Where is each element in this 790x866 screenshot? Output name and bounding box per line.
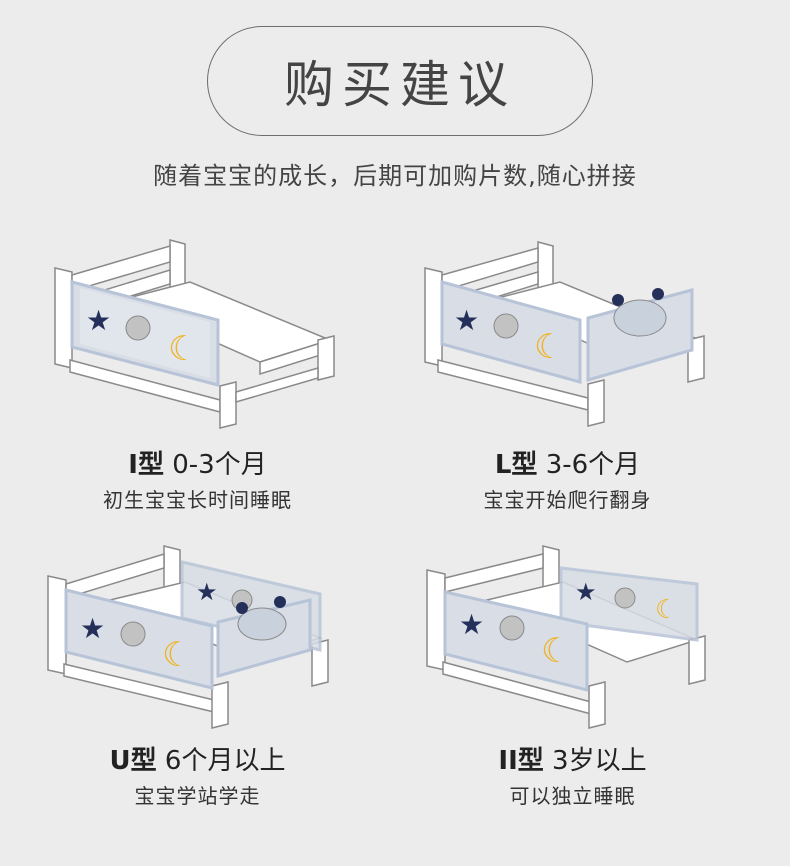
option-ii-type: II型 bbox=[498, 746, 544, 776]
moon-icon: ☾ bbox=[534, 327, 564, 367]
option-u-age: 6个月以上 bbox=[164, 746, 286, 776]
bear-face-icon bbox=[613, 299, 667, 337]
option-i-type: I型 bbox=[128, 450, 164, 480]
bear-icon bbox=[493, 313, 519, 339]
bed-i-illustration: ★ ☾ bbox=[54, 239, 335, 429]
bear-icon bbox=[499, 615, 525, 641]
option-i-desc: 初生宝宝长时间睡眠 bbox=[103, 488, 292, 512]
bear-face-icon bbox=[237, 607, 287, 641]
star-icon: ★ bbox=[575, 578, 597, 606]
bear-icon bbox=[614, 587, 636, 609]
star-icon: ★ bbox=[80, 612, 105, 645]
option-l-title: L型 3-6个月 bbox=[370, 444, 765, 481]
page-title: 购买建议 bbox=[284, 56, 516, 114]
option-ii-age: 3岁以上 bbox=[552, 746, 647, 776]
option-ii-title: II型 3岁以上 bbox=[375, 740, 770, 777]
star-icon: ★ bbox=[454, 304, 479, 337]
star-icon: ★ bbox=[196, 578, 218, 606]
option-ii-desc: 可以独立睡眠 bbox=[509, 784, 636, 808]
option-i-age: 0-3个月 bbox=[172, 450, 267, 480]
option-l-age: 3-6个月 bbox=[545, 450, 641, 480]
star-icon: ★ bbox=[86, 304, 111, 337]
moon-icon: ☾ bbox=[162, 635, 192, 675]
rail-panel-front bbox=[443, 590, 589, 692]
title-pill: 购买建议 bbox=[207, 26, 593, 136]
option-l-desc: 宝宝开始爬行翻身 bbox=[483, 488, 652, 512]
bed-u-illustration: ★ ★ ☾ bbox=[47, 545, 329, 729]
moon-icon: ☾ bbox=[541, 631, 571, 671]
moon-icon: ☾ bbox=[168, 329, 198, 369]
bed-ii-illustration: ★ ☾ ★ ☾ bbox=[426, 545, 706, 729]
bear-icon bbox=[120, 621, 146, 647]
option-i-title: I型 0-3个月 bbox=[0, 444, 395, 481]
option-u-type: U型 bbox=[109, 746, 157, 776]
option-u-desc: 宝宝学站学走 bbox=[134, 784, 261, 808]
bear-icon bbox=[125, 315, 151, 341]
bed-l-illustration: ★ ☾ bbox=[424, 241, 705, 427]
option-u-title: U型 6个月以上 bbox=[0, 740, 395, 777]
page-subtitle: 随着宝宝的成长，后期可加购片数,随心拼接 bbox=[153, 162, 637, 190]
option-l-type: L型 bbox=[494, 450, 538, 480]
star-icon: ★ bbox=[459, 608, 484, 641]
moon-icon: ☾ bbox=[655, 595, 678, 625]
